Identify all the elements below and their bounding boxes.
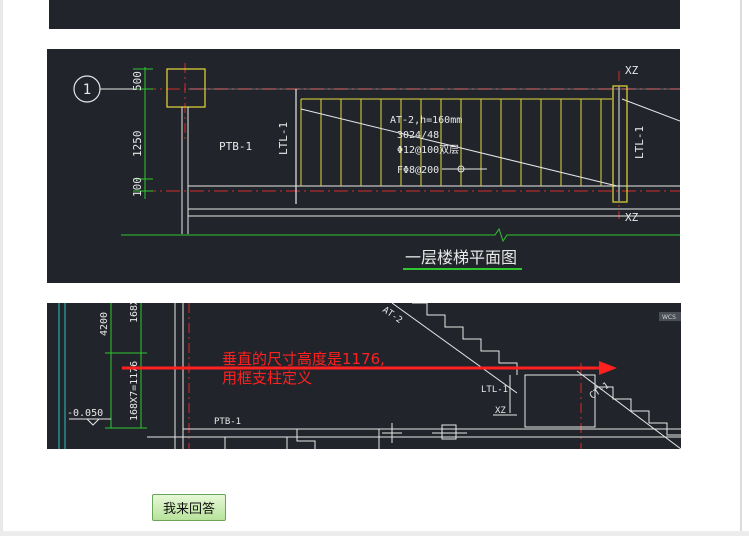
xz-top-label: XZ [625,64,639,77]
level-label: -0.050 [67,408,103,419]
ltl-left-label: LTL-1 [277,122,290,155]
section-ptb-label: PTB-1 [214,417,241,427]
bottom-frame-border [0,531,749,536]
answer-button[interactable]: 我来回答 [152,494,226,521]
annotation-line-1: 垂直的尺寸高度是1176, [222,350,385,368]
cad-image-top-strip [49,0,680,29]
left-frame-border [0,0,3,536]
stair-note-3: Φ12@100双层 [397,144,459,156]
section-dim-1176: 168X7=1176 [129,361,140,421]
section-dim-4200: 4200 [99,312,110,336]
section-ltl-label: LTL-1 [481,385,508,395]
dim-100: 100 [131,177,144,197]
section-xz-label: XZ [495,406,506,416]
dim-1250: 1250 [131,131,144,158]
right-frame-border [740,0,742,536]
annotation-line-2: 用框支柱定义 [222,369,312,387]
xz-bottom-label: XZ [625,211,639,224]
dim-500: 500 [131,71,144,91]
stair-plan-caption: 一层楼梯平面图 [405,248,517,267]
stair-note-4: FΦ8@200 [397,165,439,176]
stair-note-2: 3024/48 [397,130,439,141]
ct1-label: CT-1 [588,381,612,402]
cad-image-stair-section: 4200 168X7 168X7=1176 -0.050 AT-2 LTL-1 … [47,303,681,449]
stair-note-1: AT-2,h=160mm [390,115,462,126]
wcs-badge: WCS [662,314,676,321]
ltl-right-label: LTL-1 [633,126,646,159]
ptb-label: PTB-1 [219,140,252,153]
section-dim-168x7-top: 168X7 [129,303,140,323]
axis-bubble-label: 1 [83,82,91,98]
cad-image-stair-plan: 1 500 1250 100 PTB-1 LTL-1 [47,49,680,283]
